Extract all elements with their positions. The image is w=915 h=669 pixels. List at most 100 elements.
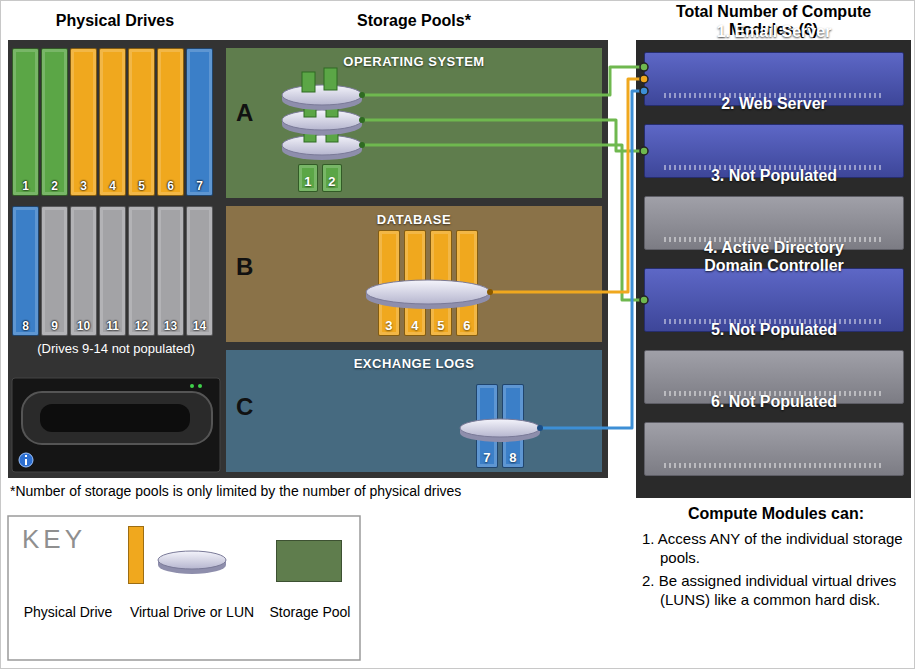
lun-lead-line [362, 95, 602, 428]
drive-number: 5 [138, 179, 145, 195]
lun-stack-a [282, 68, 365, 160]
pool-heading: OPERATING SYSTEM [343, 54, 484, 69]
connector [602, 145, 644, 300]
drive-number: 7 [483, 450, 491, 467]
drive-number: 1 [304, 174, 312, 191]
connector [602, 91, 644, 428]
pool-drive: 1 [298, 164, 318, 192]
drive-number: 1 [22, 179, 29, 195]
drive-number: 4 [109, 179, 116, 195]
storage-pool: OPERATING SYSTEMA12 [226, 48, 602, 198]
lun-disk-b [366, 285, 490, 309]
section-heading: Physical Drives [8, 12, 222, 30]
lun-lead-line [362, 119, 602, 122]
connector [602, 79, 644, 292]
physical-drive: 1 [12, 48, 39, 196]
physical-drive: 4 [99, 48, 126, 196]
lun-stack-a [282, 135, 362, 155]
drive-note: (Drives 9-14 not populated) [12, 341, 220, 357]
drive-number: 8 [22, 319, 29, 335]
physical-drive: 10 [70, 206, 97, 336]
lun-disk-b [366, 292, 490, 297]
compute-panel: Total Number of Compute Modules (6)1. Em… [636, 40, 911, 498]
physical-drive: 13 [157, 206, 184, 336]
section-heading: Storage Pools* [226, 12, 602, 30]
lun-legend-symbol [158, 556, 226, 574]
module-label: 5. Not Populated [674, 321, 874, 339]
lun-stack-a [282, 115, 362, 135]
pool-heading: EXCHANGE LOGS [354, 356, 475, 371]
physical-drive: 7 [186, 48, 213, 196]
module-label: 3. Not Populated [674, 167, 874, 185]
lun-disk-c [460, 419, 543, 442]
physical-drive: 6 [157, 48, 184, 196]
drive-number: 5 [437, 318, 445, 335]
physical-drive: 9 [41, 206, 68, 336]
lun-disk-c [460, 424, 540, 442]
connector [602, 120, 644, 151]
lun-legend-symbol [158, 560, 226, 565]
lun-stack-a [326, 99, 338, 117]
pool-drive: 7 [476, 384, 498, 468]
pool-heading: DATABASE [377, 212, 451, 227]
enclosure-panel [8, 40, 608, 478]
drive-number: 4 [411, 318, 419, 335]
drive-number: 7 [196, 179, 203, 195]
connector [602, 67, 644, 95]
legend-label: Virtual Drive or LUN [122, 604, 262, 620]
lun-lead-line [540, 427, 602, 430]
legend-label: Storage Pool [264, 604, 356, 620]
chassis-illustration [198, 384, 202, 388]
chassis-illustration [25, 455, 27, 457]
lun-stack-a [282, 120, 362, 125]
legend-swatch [276, 540, 342, 582]
drive-number: 3 [385, 318, 393, 335]
legend-swatch [128, 526, 144, 584]
pool-drive: 4 [404, 230, 426, 336]
drive-number: 3 [80, 179, 87, 195]
lun-stack-a [282, 110, 362, 130]
storage-pool: DATABASE B 3 4 5 6 [226, 206, 602, 342]
list-item: 1. Access ANY of the individual storage … [642, 530, 910, 568]
lun-stack-a [282, 95, 362, 100]
compute-module: 6. Not Populated [644, 422, 904, 476]
pool-letter: B [236, 253, 253, 281]
chassis-illustration [12, 378, 220, 472]
drive-number: 12 [135, 319, 148, 335]
physical-drive: 8 [12, 206, 39, 336]
lun-stack-a [304, 99, 316, 117]
drive-number: 6 [463, 318, 471, 335]
chassis-illustration [40, 404, 190, 432]
lun-disk-b [366, 280, 493, 309]
legend-label: Physical Drive [14, 604, 122, 620]
module-label: 6. Not Populated [674, 393, 874, 411]
lun-stack-a [326, 124, 338, 142]
lun-stack-a [359, 142, 365, 148]
lun-disk-c [460, 428, 540, 433]
pool-drive: 2 [322, 164, 342, 192]
lun-stack-a [282, 145, 362, 150]
drive-number: 10 [77, 319, 90, 335]
legend-title: KEY [22, 524, 122, 555]
storage-pool: EXCHANGE LOGSC78 [226, 350, 602, 472]
chassis-illustration [22, 392, 212, 444]
lun-stack-a [359, 92, 365, 98]
physical-drive: 2 [41, 48, 68, 196]
drive-number: 6 [167, 179, 174, 195]
lun-disk-c [460, 419, 540, 437]
lun-lead-line [362, 144, 602, 147]
pool-drive: 3 [378, 230, 400, 336]
lun-stack-a [282, 140, 362, 160]
drive-number: 2 [328, 174, 336, 191]
list-item: 2. Be assigned individual virtual drives… [642, 572, 910, 610]
drive-number: 8 [509, 450, 517, 467]
legend-box [8, 516, 360, 660]
connector-dot [640, 296, 648, 304]
physical-drive: 12 [128, 206, 155, 336]
physical-drive: 3 [70, 48, 97, 196]
module-label: 4. Active Directory Domain Controller [674, 239, 874, 276]
drive-number: 13 [164, 319, 177, 335]
lun-stack-a [304, 124, 316, 142]
drive-number: 2 [51, 179, 58, 195]
